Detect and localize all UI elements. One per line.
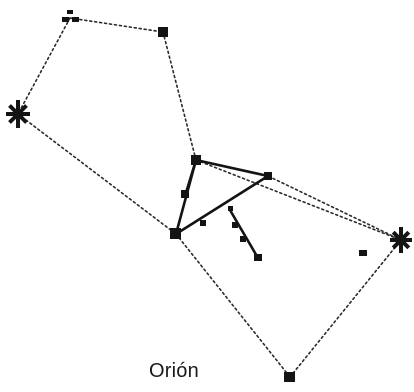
triangle-outline [176,160,268,234]
outline-segment [268,176,401,240]
star [284,372,295,382]
sword-chain [230,210,258,258]
sword-star [228,206,233,211]
outline-segment [176,234,290,377]
outline-segment [18,18,70,114]
outline-segment [163,32,196,160]
dotted-outline [18,18,401,377]
star [170,228,181,239]
star [264,172,272,180]
sword-star [254,254,262,261]
sword-line [230,210,258,258]
double-star [62,10,79,22]
outline-segment [70,18,163,32]
big-star-left [6,100,30,128]
diagram-caption: Orión [149,360,199,383]
outline-segment [196,160,401,240]
solid-triangle [176,160,268,234]
sword-star [240,236,246,242]
star [200,220,206,226]
outline-segment [18,114,176,234]
stars [6,10,412,382]
star [191,155,201,165]
outline-segment [290,240,401,377]
star [158,27,168,37]
star [181,190,189,198]
star [359,250,367,256]
sword-star [232,222,238,228]
